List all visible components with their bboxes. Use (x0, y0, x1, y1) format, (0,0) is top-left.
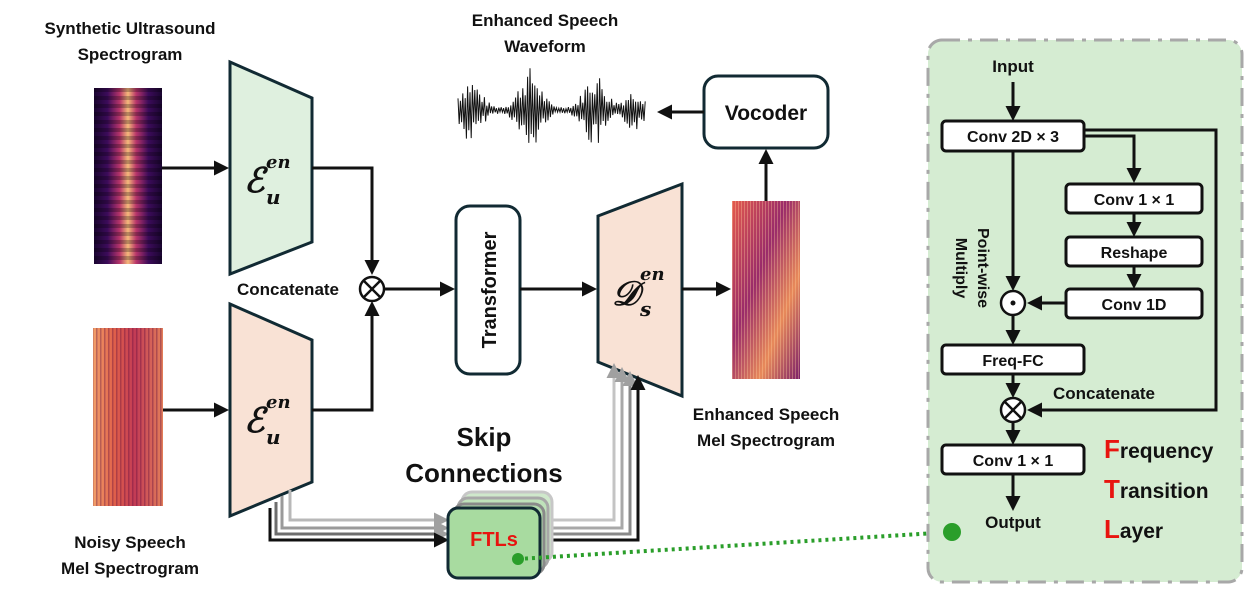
enhanced-waveform-label-line1: Enhanced Speech (472, 11, 618, 30)
enhanced-mel-spectrogram-image (732, 201, 800, 379)
ftl-word-transition: Transition (1104, 474, 1209, 504)
ftls-block: FTLs (446, 490, 554, 580)
ftl-word-layer-rest: ayer (1120, 520, 1163, 543)
synthetic-ultrasound-label-line1: Synthetic Ultrasound (45, 19, 216, 38)
ftl-pointwise-label-line2: Multiply (952, 238, 969, 299)
ftl-arrow-to-conv1x1 (1084, 134, 1142, 183)
ftl-word-transition-rest: ransition (1120, 480, 1209, 503)
decoder-subscript: s (639, 297, 651, 321)
noisy-speech-label-line1: Noisy Speech (74, 533, 186, 552)
noisy-encoder: ℰ u en (228, 301, 314, 519)
skip-connections-label-line1: Skip (457, 422, 512, 452)
ftl-arrow-residual-to-concat (1027, 128, 1218, 418)
encoder-u-subscript: u (266, 185, 281, 209)
ftl-word-frequency: Frequency (1104, 434, 1214, 464)
ftl-word-frequency-initial: F (1104, 434, 1120, 464)
transformer-label: Transformer (479, 231, 501, 348)
ftl-output-label: Output (985, 513, 1041, 532)
ftl-concatenate-label: Concatenate (1053, 384, 1155, 403)
concatenate-operator (358, 275, 386, 303)
ultrasound-encoder: ℰ u en (228, 59, 314, 277)
skip-connections-label-line2: Connections (405, 458, 562, 488)
speech-decoder: 𝒟 s en (596, 181, 684, 399)
enhanced-speech-waveform (457, 68, 646, 143)
ftl-detail-link (517, 530, 953, 561)
ftls-label: FTLs (470, 529, 518, 551)
enhanced-mel-label-line2: Mel Spectrogram (697, 431, 835, 450)
decoder-superscript: en (640, 264, 665, 285)
enhanced-waveform-label-line2: Waveform (504, 37, 586, 56)
ftl-input-label: Input (992, 57, 1034, 76)
encoder-u-superscript: en (266, 152, 291, 173)
arrow-encoder-u-to-concat (312, 166, 380, 275)
ftl-freqfc-label: Freq-FC (982, 353, 1044, 370)
encoder-n-subscript: u (266, 425, 281, 449)
concatenate-label: Concatenate (237, 280, 339, 299)
ftl-conv1x1-top-label: Conv 1 × 1 (1094, 192, 1175, 209)
ftl-pointwise-label-line1: Point-wise (974, 228, 991, 308)
ftl-acronym-expansion: Frequency Transition Layer (1104, 434, 1214, 544)
ftl-word-layer: Layer (1104, 514, 1163, 544)
noisy-speech-label-line2: Mel Spectrogram (61, 559, 199, 578)
ftl-conv2d-label: Conv 2D × 3 (967, 129, 1059, 146)
ftl-word-layer-initial: L (1104, 514, 1120, 544)
skip-lines-ftls-to-decoder (540, 363, 646, 542)
ultrasound-spectrogram-image (94, 88, 162, 264)
vocoder-block: Vocoder (702, 74, 830, 150)
transformer-block: Transformer (454, 204, 522, 376)
vocoder-label: Vocoder (725, 102, 807, 125)
ftl-conv1d-label: Conv 1D (1102, 297, 1167, 314)
enhanced-mel-label-line1: Enhanced Speech (693, 405, 839, 424)
noisy-mel-spectrogram-image (93, 328, 163, 506)
ftl-pointwise-multiply-operator (999, 289, 1027, 317)
ftl-conv1x1-bottom-label: Conv 1 × 1 (973, 453, 1054, 470)
ftl-word-transition-initial: T (1104, 474, 1120, 504)
ftl-reshape-label: Reshape (1101, 245, 1168, 262)
ftl-link-dot-end (943, 523, 961, 541)
synthetic-ultrasound-label-line2: Spectrogram (78, 45, 183, 64)
ftl-word-frequency-rest: requency (1120, 440, 1214, 463)
encoder-n-superscript: en (266, 392, 291, 413)
arrow-encoder-n-to-concat (312, 301, 380, 412)
ftl-concatenate-operator (999, 396, 1027, 424)
skip-lines-encoder-to-ftls (268, 490, 449, 548)
ftl-link-dot-start (512, 553, 524, 565)
